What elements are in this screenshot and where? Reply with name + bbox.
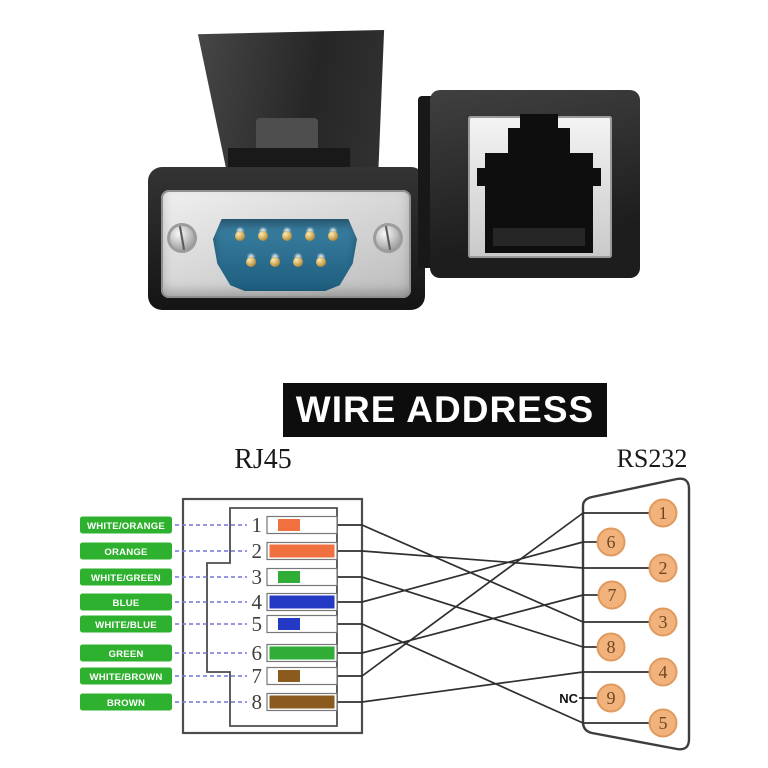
rj45-jack-notch-right: [592, 168, 601, 186]
wire-rj45-5-to-rs232-5: [337, 623, 584, 724]
wire-rj45-1-to-rs232-3: [337, 524, 584, 623]
rs232-pin-number: 4: [659, 662, 668, 682]
db9-pin: [270, 257, 280, 267]
wire-rj45-4-to-rs232-6: [337, 541, 584, 603]
rs232-pin-circle: [597, 580, 627, 610]
db9-pin: [305, 231, 315, 241]
rs232-pin-circle: [596, 632, 626, 662]
rj45-pin-wire-bar-half: [278, 519, 300, 531]
db9-pin: [246, 257, 256, 267]
rj45-heading: RJ45: [234, 444, 292, 475]
rj45-pin-wire-bar-full: [269, 646, 335, 660]
rs232-pin-number: 8: [607, 637, 616, 657]
wire-color-label: GREEN: [108, 649, 143, 660]
rs232-pin-circle: [596, 683, 626, 713]
rj45-pin-number: 8: [252, 690, 263, 714]
wire-color-label: BROWN: [107, 698, 145, 709]
wire-rj45-8-to-rs232-4: [337, 671, 584, 703]
wire-color-label: WHITE/GREEN: [91, 573, 161, 584]
rs232-pin-circle: [648, 708, 678, 738]
wire-color-label: WHITE/BROWN: [89, 672, 162, 683]
rs232-pin-number: 3: [659, 612, 668, 632]
rj45-pin-slot: [266, 515, 338, 535]
rj45-pin-number: 6: [252, 641, 263, 665]
rj45-pin-number: 3: [252, 565, 263, 589]
rs232-pin-circle: [648, 607, 678, 637]
wire-rj45-7-to-rs232-1: [337, 512, 584, 677]
wire-color-label-box: [80, 615, 172, 633]
wire-color-label-box: [80, 667, 172, 685]
rj45-pin-wire-bar-full: [269, 544, 335, 558]
wire-color-label-box: [80, 644, 172, 662]
db9-right-screw: [373, 223, 403, 253]
db9-pin: [293, 257, 303, 267]
rs232-pin-number: 6: [607, 532, 616, 552]
title-bar: WIRE ADDRESS: [283, 383, 607, 437]
wire-color-label: WHITE/BLUE: [95, 620, 157, 631]
rj45-pin-wire-bar-full: [269, 695, 335, 709]
db9-pin: [235, 231, 245, 241]
rj45-pin-number: 7: [252, 664, 263, 688]
rj45-jack-tab: [508, 128, 570, 154]
db9-pin: [258, 231, 268, 241]
wire-color-label-box: [80, 568, 172, 586]
rs232-pin-circle: [648, 498, 678, 528]
db9-pin: [282, 231, 292, 241]
rs232-pin-circle: [648, 657, 678, 687]
db9-pin: [328, 231, 338, 241]
wire-color-label-box: [80, 693, 172, 711]
rj45-pin-number: 1: [252, 513, 263, 537]
nc-label: NC: [559, 691, 578, 706]
rj45-jack-notch-left: [477, 168, 486, 186]
rj45-pin-slot: [266, 567, 338, 587]
rs232-pin-circle: [596, 527, 626, 557]
wire-color-label-box: [80, 542, 172, 560]
rj45-pin-wire-bar-half: [278, 571, 300, 583]
db9-pin: [316, 257, 326, 267]
rj45-pin-slot: [266, 666, 338, 686]
rs232-pin-number: 5: [659, 713, 668, 733]
wire-color-label: WHITE/ORANGE: [87, 521, 165, 532]
rs232-pin-number: 1: [659, 503, 668, 523]
rj45-pin-number: 2: [252, 539, 263, 563]
rs232-heading: RS232: [617, 444, 688, 473]
page-title: WIRE ADDRESS: [295, 389, 595, 430]
product-photo: [0, 0, 768, 378]
rs232-pin-number: 7: [608, 585, 617, 605]
db9-left-screw: [167, 223, 197, 253]
rj45-pin-wire-bar-half: [278, 618, 300, 630]
rj45-latch-profile: [206, 507, 338, 727]
rs232-pin-number: 9: [607, 688, 616, 708]
rj45-pin-number: 4: [252, 590, 263, 614]
rj45-pin-number: 5: [252, 612, 263, 636]
rj45-pin-slot: [266, 614, 338, 634]
rj45-pin-wire-bar-full: [269, 595, 335, 609]
wire-rj45-6-to-rs232-7: [337, 594, 584, 654]
wire-color-label: ORANGE: [104, 547, 148, 558]
wire-color-label: BLUE: [113, 598, 140, 609]
rj45-jack-tab-top: [520, 114, 558, 130]
rj45-connector-outline: [181, 497, 364, 735]
wire-color-label-box: [80, 516, 172, 534]
wire-rj45-2-to-rs232-2: [337, 550, 584, 569]
rj45-jack-floor: [493, 228, 585, 246]
wire-rj45-3-to-rs232-8: [337, 576, 584, 648]
rs232-pin-number: 2: [659, 558, 668, 578]
wire-color-label-box: [80, 593, 172, 611]
rs232-connector-outline: [581, 477, 691, 751]
rs232-pin-circle: [648, 553, 678, 583]
rj45-pin-wire-bar-half: [278, 670, 300, 682]
